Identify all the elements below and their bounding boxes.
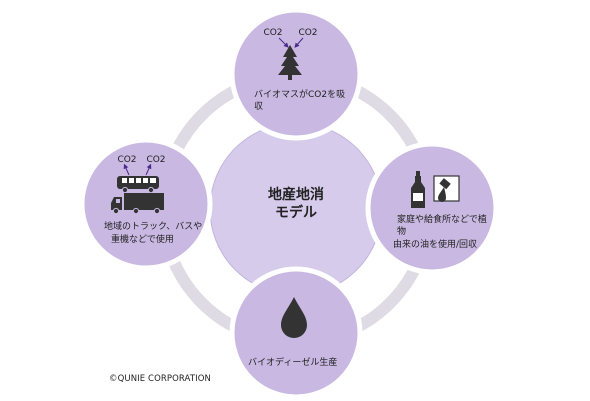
right-node-text-line2: 物 [397,225,406,237]
right-node-text-line1: 家庭や給食所などで植 [397,213,487,225]
co2-arrow [123,163,130,176]
co2-arrow [294,37,304,48]
tree-icon [278,45,302,80]
bottom-node-text: バイオディーゼル生産 [248,356,337,368]
center-title-line2: モデル [275,204,317,221]
bottle-icon [411,171,425,208]
node-right-oil-collection: 家庭や給食所などで植 物 由来の油を使用/回収 [365,141,499,275]
co2-label: CO2 [298,28,317,38]
top-node-text-line1: バイオマスがCO2を吸 [254,88,345,100]
left-node-text-line1: 地域のトラック、バスや [104,220,202,232]
drop-icon [281,297,307,338]
node-top-biomass: CO2 CO2 バイオマスがCO2を吸 収 [229,7,363,141]
center-node: 地産地消 モデル [209,122,383,296]
copyright-text: ©QUNIE CORPORATION [109,374,211,384]
co2-label: CO2 [263,28,282,38]
oil-drop-icon [433,175,460,202]
co2-label: CO2 [146,155,165,165]
bus-icon [117,176,159,194]
node-bottom-biodiesel: バイオディーゼル生産 [229,266,363,400]
top-node-text-line2: 収 [254,100,263,112]
co2-label: CO2 [117,155,136,165]
co2-arrow [278,37,289,48]
left-node-text-line2: 重機などで使用 [111,233,174,245]
center-title-line1: 地産地消 [268,186,324,203]
right-node-text-line3: 由来の油を使用/回収 [393,238,477,250]
co2-arrow [145,163,152,176]
truck-icon [111,193,164,215]
node-left-vehicle-use: CO2 CO2 地域のトラック、バスや 重機などで使用 [79,137,213,271]
